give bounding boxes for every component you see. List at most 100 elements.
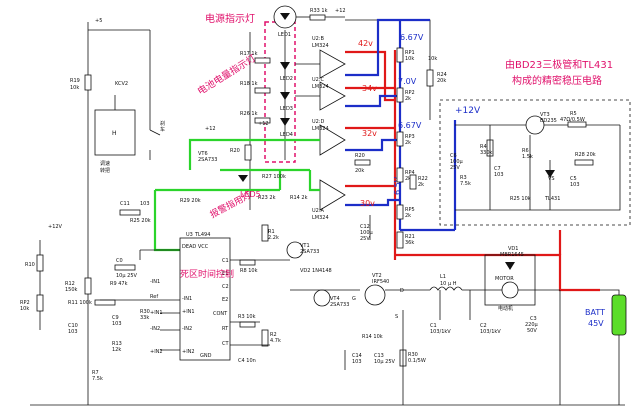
ref-potentiometers: RP1 10k RP2 2k RP3 2k RP4 2k RP5 2k R24 …: [354, 47, 447, 249]
svg-text:R29 20k: R29 20k: [180, 198, 201, 204]
svg-text:+12: +12: [335, 8, 346, 14]
svg-text:U2:C: U2:C: [312, 77, 325, 83]
svg-text:+IN2: +IN2: [182, 349, 195, 355]
svg-text:-IN2: -IN2: [150, 326, 160, 332]
svg-text:2.2k: 2.2k: [268, 235, 279, 241]
svg-text:GND: GND: [200, 353, 212, 359]
svg-text:H: H: [112, 130, 117, 137]
svg-text:C12: C12: [360, 224, 370, 230]
svg-text:MBR1645: MBR1645: [500, 252, 524, 258]
tl494: U3 TL494 DEAD VCC C1 E1 C2 E2 CONT RT CT…: [150, 232, 231, 361]
svg-text:C2: C2: [222, 284, 229, 290]
svg-text:+12V: +12V: [455, 106, 481, 116]
svg-text:LM324: LM324: [312, 84, 329, 90]
svg-text:U2:A: U2:A: [312, 208, 325, 214]
svg-text:10 μ H: 10 μ H: [440, 281, 457, 287]
svg-text:RP1: RP1: [405, 50, 415, 56]
main-wiring: [30, 19, 431, 406]
svg-text:R14 2k: R14 2k: [290, 195, 308, 201]
svg-text:R30: R30: [408, 352, 418, 358]
svg-text:103: 103: [570, 182, 580, 188]
svg-text:C10: C10: [68, 323, 78, 329]
svg-text:LM324: LM324: [312, 215, 329, 221]
svg-text:103/1kV: 103/1kV: [480, 329, 501, 335]
svg-text:0.1/5W: 0.1/5W: [408, 358, 426, 364]
svg-text:+IN1: +IN1: [150, 310, 163, 316]
svg-text:+IN1: +IN1: [182, 309, 195, 315]
svg-text:VT4: VT4: [330, 296, 340, 302]
svg-text:10k: 10k: [70, 85, 79, 91]
svg-text:2SA733: 2SA733: [300, 249, 319, 255]
svg-text:10μ 25V: 10μ 25V: [116, 273, 137, 279]
svg-text:R18 1k: R18 1k: [240, 81, 258, 87]
svg-text:C7: C7: [494, 166, 501, 172]
svg-text:R10: R10: [25, 262, 35, 268]
svg-text:R5: R5: [570, 111, 577, 117]
svg-text:R3: R3: [460, 175, 467, 181]
svg-text:C13: C13: [374, 353, 384, 359]
svg-text:R25 10k: R25 10k: [510, 196, 531, 202]
svg-text:2k: 2k: [405, 140, 411, 146]
svg-text:VT1: VT1: [300, 243, 310, 249]
svg-text:R27 100k: R27 100k: [262, 174, 286, 180]
svg-text:36k: 36k: [405, 240, 414, 246]
svg-text:VD1: VD1: [508, 246, 518, 252]
label-regulator-line2: 构成的精密稳压电路: [512, 74, 602, 87]
svg-text:2SA733: 2SA733: [198, 157, 217, 163]
svg-text:R14 10k: R14 10k: [362, 334, 383, 340]
svg-text:Ref: Ref: [150, 294, 158, 300]
svg-text:BD235: BD235: [540, 118, 557, 124]
svg-text:C5: C5: [570, 176, 577, 182]
svg-text:RP2: RP2: [20, 300, 30, 306]
svg-text:103: 103: [140, 201, 150, 207]
svg-text:103: 103: [112, 321, 122, 327]
svg-text:CONT: CONT: [213, 311, 228, 317]
svg-text:LED2: LED2: [280, 76, 293, 82]
svg-text:D: D: [400, 288, 404, 294]
svg-text:BATT: BATT: [585, 308, 605, 317]
svg-text:LM324: LM324: [312, 126, 329, 132]
svg-text:45V: 45V: [588, 319, 604, 328]
svg-text:20k: 20k: [355, 168, 364, 174]
svg-text:E1: E1: [222, 271, 228, 277]
tl494-left-wiring: C0 10μ 25V R9 47k C11 103 R25 20k R10 +1…: [20, 201, 180, 382]
svg-text:+12V: +12V: [48, 224, 63, 230]
svg-text:150k: 150k: [65, 287, 78, 293]
svg-text:LED5: LED5: [240, 190, 261, 199]
svg-text:+12: +12: [205, 126, 216, 132]
svg-text:103: 103: [494, 172, 504, 178]
svg-text:1.5k: 1.5k: [522, 154, 533, 160]
alarm-circuit: VT6 2SA733 R29 20k R27 100k R23 2k R14 2…: [153, 121, 320, 252]
svg-text:-IN1: -IN1: [182, 296, 192, 302]
svg-text:R7: R7: [92, 370, 99, 376]
svg-text:25V: 25V: [360, 236, 370, 242]
svg-text:R33 1k: R33 1k: [310, 8, 328, 14]
svg-text:RP3: RP3: [405, 134, 415, 140]
svg-text:100μ: 100μ: [360, 230, 374, 236]
svg-text:TL431: TL431: [544, 196, 560, 202]
svg-text:DEAD VCC: DEAD VCC: [182, 244, 209, 250]
throttle-block: H 调速 转把 KCV2 刹 车 +5 R19 10k: [70, 18, 165, 174]
svg-text:C2: C2: [480, 323, 487, 329]
driver-stage: R8 10k R1 2.2k R2 4.7k R3 10k C4 10n VT1…: [230, 224, 430, 405]
svg-text:R12: R12: [65, 281, 75, 287]
svg-text:R20: R20: [230, 148, 240, 154]
svg-text:20k: 20k: [437, 78, 446, 84]
label-alarm-indicator: 报警指用灯: [208, 189, 253, 221]
svg-text:R1: R1: [268, 229, 275, 235]
svg-text:KCV2: KCV2: [115, 81, 128, 87]
svg-text:MOTOR: MOTOR: [495, 276, 514, 282]
svg-text:TL494: TL494: [194, 232, 210, 238]
svg-text:2k: 2k: [418, 182, 424, 188]
svg-text:车: 车: [160, 126, 165, 133]
svg-text:6.67V: 6.67V: [400, 33, 424, 42]
svg-text:34v: 34v: [362, 84, 377, 93]
svg-text:+IN2: +IN2: [150, 349, 163, 355]
svg-text:C4 10n: C4 10n: [238, 358, 256, 364]
svg-text:25V: 25V: [450, 165, 460, 171]
svg-text:C0: C0: [116, 258, 123, 264]
svg-text:LED3: LED3: [280, 106, 293, 112]
svg-text:RT: RT: [222, 326, 229, 332]
svg-text:R21: R21: [405, 234, 415, 240]
